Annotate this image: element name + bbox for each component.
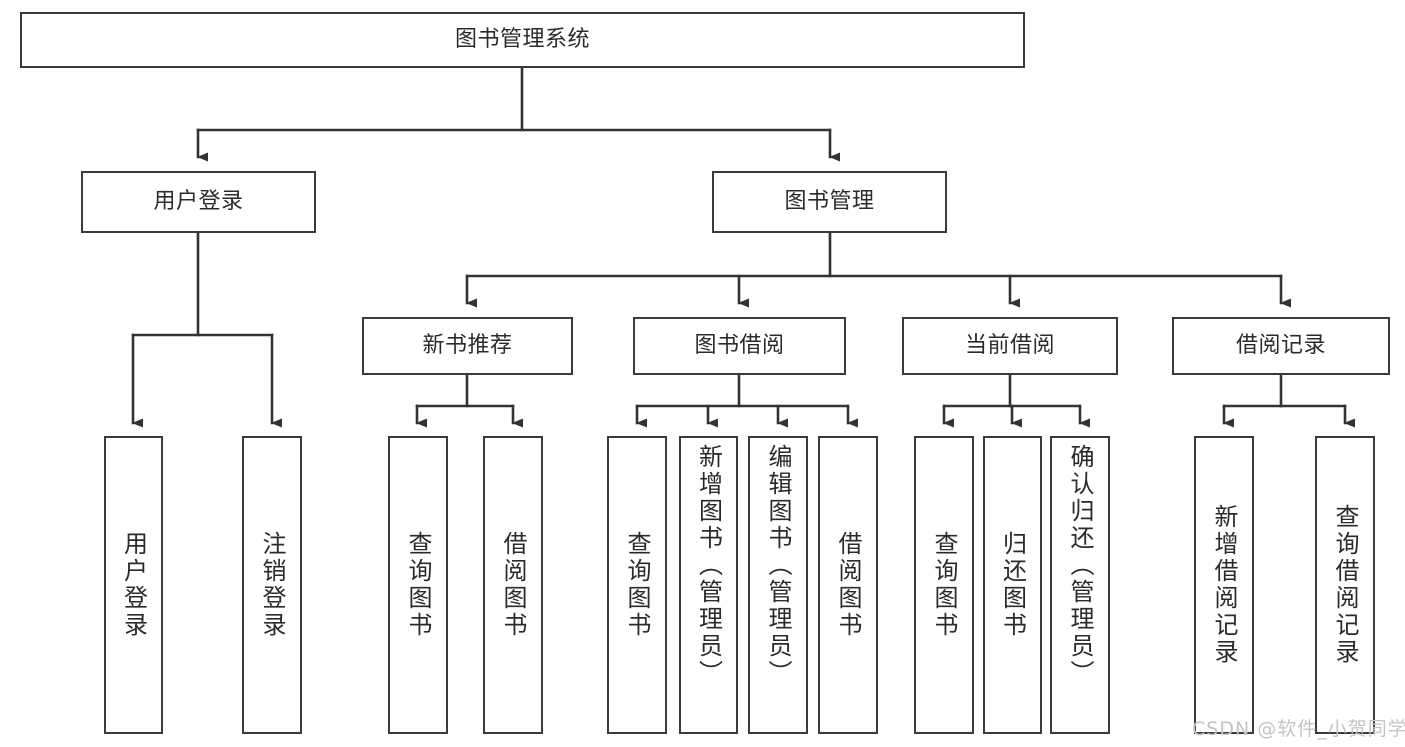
leaf-record-add-record[interactable]: 新增借阅记录 [1194, 436, 1254, 734]
node-root-book-management-system[interactable]: 图书管理系统 [20, 12, 1025, 68]
leaf-record-query-record[interactable]: 查询借阅记录 [1315, 436, 1375, 734]
node-label: 用户登录 [119, 531, 148, 639]
node-book-borrow[interactable]: 图书借阅 [633, 317, 846, 375]
node-label: 当前借阅 [964, 332, 1055, 358]
node-label: 借阅记录 [1235, 332, 1326, 358]
node-label: 注销登录 [258, 531, 286, 639]
leaf-borrow-edit-book-admin[interactable]: 编辑图书（管理员） [748, 436, 808, 734]
leaf-borrow-borrow-book[interactable]: 借阅图书 [818, 436, 878, 734]
node-label: 图书管理 [784, 188, 875, 214]
leaf-borrow-query-book[interactable]: 查询图书 [607, 436, 667, 734]
node-new-book-recommend[interactable]: 新书推荐 [362, 317, 573, 375]
leaf-current-return-book[interactable]: 归还图书 [983, 436, 1042, 734]
node-label: 用户登录 [153, 188, 244, 214]
node-user-login[interactable]: 用户登录 [81, 171, 316, 233]
node-label: 新增图书（管理员） [694, 444, 723, 687]
node-label: 图书借阅 [694, 332, 785, 358]
leaf-current-confirm-return-admin[interactable]: 确认归还（管理员） [1050, 436, 1110, 734]
leaf-new-book-query-book[interactable]: 查询图书 [388, 436, 448, 734]
node-label: 查询图书 [930, 531, 958, 639]
node-label: 新增借阅记录 [1210, 504, 1238, 666]
node-label: 查询图书 [404, 531, 432, 639]
node-borrow-record[interactable]: 借阅记录 [1172, 317, 1390, 375]
node-current-borrow[interactable]: 当前借阅 [902, 317, 1118, 375]
node-book-management[interactable]: 图书管理 [712, 171, 947, 233]
node-label: 查询借阅记录 [1331, 504, 1359, 666]
leaf-user-login-logout[interactable]: 注销登录 [242, 436, 302, 734]
leaf-new-book-borrow-book[interactable]: 借阅图书 [483, 436, 543, 734]
node-label: 借阅图书 [499, 531, 527, 639]
leaf-borrow-add-book-admin[interactable]: 新增图书（管理员） [679, 436, 738, 734]
node-label: 归还图书 [998, 531, 1027, 639]
node-label: 查询图书 [623, 531, 651, 639]
node-label: 图书管理系统 [454, 26, 590, 52]
leaf-current-query-book[interactable]: 查询图书 [914, 436, 974, 734]
leaf-user-login-login[interactable]: 用户登录 [104, 436, 163, 734]
node-label: 借阅图书 [834, 531, 862, 639]
node-label: 确认归还（管理员） [1066, 444, 1094, 687]
node-label: 新书推荐 [422, 332, 513, 358]
node-label: 编辑图书（管理员） [764, 444, 792, 687]
